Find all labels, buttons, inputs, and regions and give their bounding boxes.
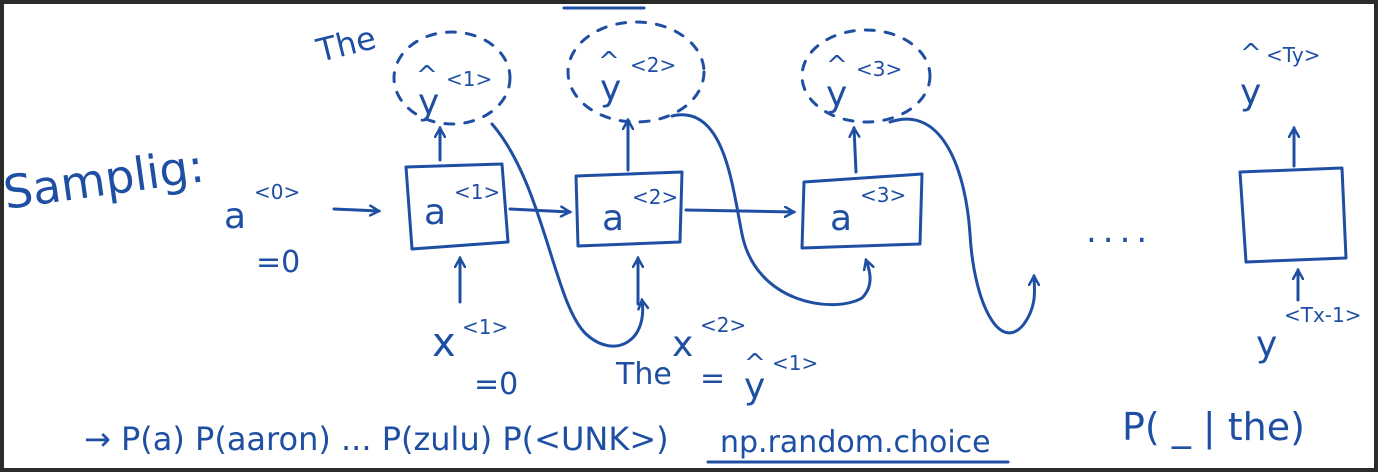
rnn-cell-last-box — [1238, 166, 1348, 264]
arrow-cell3-to-output3 — [854, 128, 856, 174]
a0-value: =0 — [256, 245, 300, 280]
initial-activation: a <0> =0 — [224, 180, 379, 280]
cell-3-symbol: a — [830, 198, 852, 239]
ellipsis: .... — [1086, 211, 1153, 251]
cell-1-superscript: <1> — [454, 180, 500, 204]
np-random-choice-label: np.random.choice — [720, 425, 991, 460]
last-input-symbol: y — [1256, 324, 1277, 365]
feedback-loop-1 — [490, 122, 643, 348]
input-1-symbol: x — [432, 320, 456, 366]
input-2-rhs-symbol: y — [744, 366, 765, 407]
rnn-cell-3: a <3> — [800, 172, 924, 250]
arrow-cell2-to-cell3 — [684, 210, 794, 212]
output-2-dashed-circle — [566, 20, 706, 124]
output-2-superscript: <2> — [630, 53, 676, 77]
a0-superscript: <0> — [254, 180, 300, 204]
rnn-cell-1: a <1> — [404, 162, 510, 251]
arrow-a0-to-cell1 — [332, 209, 379, 211]
last-input: y <Tx-1> — [1256, 303, 1362, 365]
output-2-symbol: y — [600, 68, 621, 109]
output-3-hat: ^ — [826, 51, 848, 81]
output-2-hat: ^ — [598, 47, 620, 77]
output-ty-hat: ^ — [1240, 39, 1262, 69]
output-ty-symbol: y — [1240, 72, 1261, 113]
arrow-cell1-to-cell2 — [508, 209, 570, 212]
output-1-dashed-circle — [392, 30, 512, 126]
title-samplig: Samplig: — [4, 138, 207, 220]
output-ty-superscript: <Ty> — [1266, 43, 1320, 67]
last-input-superscript: <Tx-1> — [1284, 303, 1362, 327]
input-1-superscript: <1> — [462, 315, 508, 339]
rnn-sampling-diagram: Samplig: a <0> =0 a <1> a <2> a <3> ....… — [4, 6, 1362, 464]
cell-2-superscript: <2> — [632, 185, 678, 209]
feedback-loop-2 — [670, 113, 870, 307]
cell-1-box — [404, 162, 510, 251]
output-1-symbol: y — [418, 82, 439, 123]
output-3-dashed-circle — [800, 28, 932, 124]
output-1-hat: ^ — [416, 61, 438, 91]
input-2-symbol: x — [672, 324, 693, 365]
cell-3-box — [800, 172, 924, 250]
conditional-probability-formula: P( _ | the) — [1122, 405, 1305, 450]
feedback-loop-3 — [888, 117, 1035, 335]
input-1-value: =0 — [474, 367, 518, 402]
input-2-rhs-hat: ^ — [744, 349, 766, 379]
vocab-probabilities-formula: → P(a) P(aaron) ... P(zulu) P(<UNK>) — [84, 420, 669, 458]
cell-2-symbol: a — [602, 198, 624, 239]
rnn-cell-2: a <2> — [574, 170, 684, 248]
output-3-superscript: <3> — [856, 57, 902, 81]
sampled-word-the: The — [312, 18, 380, 70]
output-3-symbol: y — [826, 74, 847, 115]
cell-3-superscript: <3> — [860, 183, 906, 207]
a0-symbol: a — [224, 196, 246, 237]
input-1: x <1> =0 — [432, 315, 518, 402]
output-ty: ^ y <Ty> — [1240, 39, 1320, 113]
input-2-equals: = — [700, 361, 725, 396]
cell-2-box — [574, 170, 684, 248]
output-3: ^ y <3> — [826, 51, 902, 115]
output-2: ^ y <2> — [598, 47, 676, 109]
input-2-rhs-superscript: <1> — [772, 351, 818, 375]
input-2-word-the: The — [615, 357, 672, 392]
input-2-superscript: <2> — [700, 313, 746, 337]
cell-1-symbol: a — [424, 192, 446, 233]
output-1-superscript: <1> — [446, 67, 492, 91]
whiteboard: Samplig: a <0> =0 a <1> a <2> a <3> ....… — [4, 4, 1374, 468]
input-2: x <2> The = ^ y <1> — [615, 313, 818, 407]
